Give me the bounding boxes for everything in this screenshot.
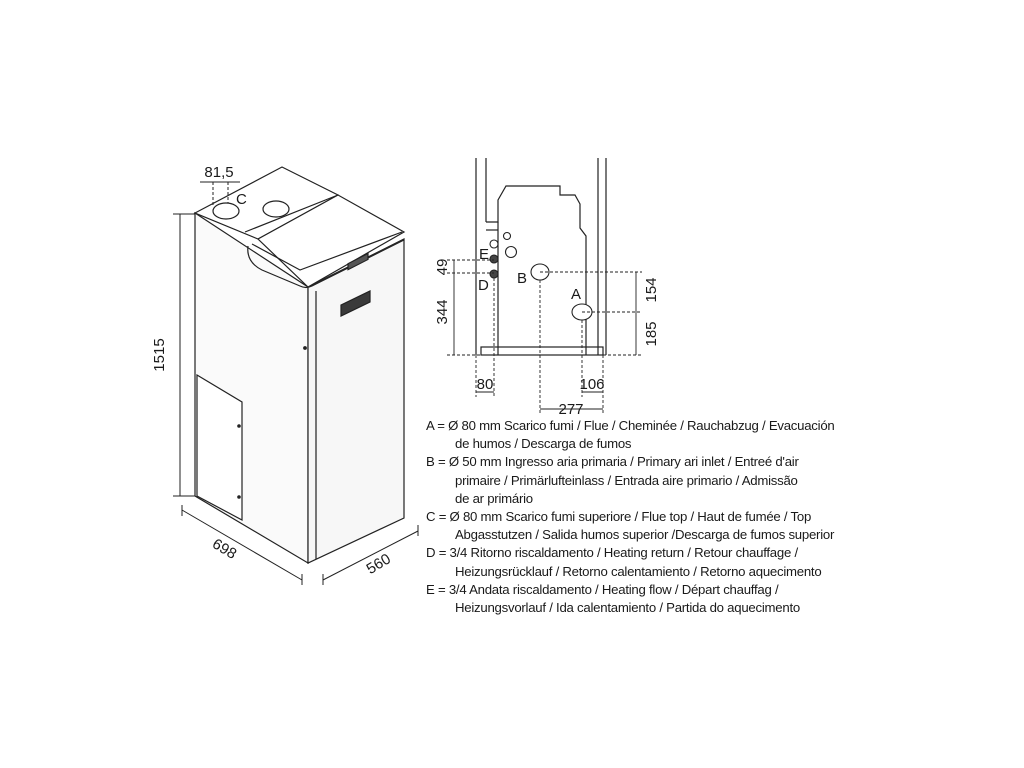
label-b: B — [517, 270, 527, 287]
label-e: E — [479, 246, 489, 263]
lid-seam — [244, 194, 339, 233]
legend-entry-c: C = Ø 80 mm Scarico fumi superiore / Flu… — [426, 508, 896, 544]
base-plate — [480, 346, 604, 356]
legend-text: Heizungsvorlauf / Ida calentamiento / Pa… — [455, 600, 800, 616]
rear-view — [475, 158, 607, 356]
legend-text: E = 3/4 Andata riscaldamento / Heating f… — [426, 581, 779, 597]
fitting-small-icon — [489, 239, 499, 249]
lid-lip-inner — [251, 231, 403, 271]
dim-height-label: 1515 — [151, 338, 168, 371]
dim-80-label: 80 — [477, 376, 494, 393]
legend-text: primaire / Primärlufteinlass / Entrada a… — [455, 472, 798, 488]
dim-277-label: 277 — [558, 401, 583, 418]
door-hinge-icon — [237, 424, 241, 428]
legend-text: B = Ø 50 mm Ingresso aria primaria / Pri… — [426, 454, 799, 470]
dim-49-label: 49 — [434, 259, 451, 276]
legend-entry-b: B = Ø 50 mm Ingresso aria primaria / Pri… — [426, 453, 896, 508]
legend-text: C = Ø 80 mm Scarico fumi superiore / Flu… — [426, 509, 812, 525]
dim-width-label: 560 — [364, 550, 394, 577]
legend-text: Heizungsrücklauf / Retorno calentamiento… — [455, 563, 822, 579]
connection-legend: A = Ø 80 mm Scarico fumi / Flue / Chemin… — [426, 417, 896, 617]
fitting-o-icon — [502, 231, 512, 241]
boiler-front-face — [307, 238, 405, 564]
boiler-top-rear — [256, 194, 406, 288]
dim-depth-label: 698 — [209, 535, 239, 562]
legend-text: A = Ø 80 mm Scarico fumi / Flue / Chemin… — [426, 418, 835, 433]
fitting-d-icon — [489, 269, 499, 279]
dim-154-label: 154 — [643, 277, 660, 302]
control-panel-display — [340, 290, 371, 317]
label-a: A — [571, 286, 581, 303]
fitting-b-top-icon — [504, 245, 518, 259]
fitting-e-icon — [489, 254, 499, 264]
legend-entry-d: D = 3/4 Ritorno riscaldamento / Heating … — [426, 544, 896, 580]
label-d: D — [478, 277, 489, 294]
rear-dimensions — [447, 259, 642, 414]
legend-text: de humos / Descarga de fumos — [455, 436, 632, 452]
door-hinge-icon — [237, 495, 241, 499]
flue-outlet-c-icon — [212, 202, 240, 220]
legend-text: de ar primário — [455, 490, 533, 506]
rear-inner-body — [486, 185, 587, 355]
dim-flue-offset-label: 81,5 — [204, 164, 233, 181]
dim-106-label: 106 — [579, 376, 604, 393]
isometric-dimensions — [173, 181, 419, 585]
panel-screw-icon — [303, 346, 307, 350]
flue-outlet-top-icon — [262, 200, 290, 218]
legend-text: D = 3/4 Ritorno riscaldamento / Heating … — [426, 545, 798, 561]
control-panel-slot — [347, 252, 369, 271]
dim-344-label: 344 — [434, 299, 451, 324]
side-access-door — [196, 373, 243, 521]
legend-entry-a: A = Ø 80 mm Scarico fumi / Flue / Chemin… — [426, 417, 896, 453]
label-c: C — [236, 191, 247, 208]
rear-fittings — [489, 231, 593, 321]
isometric-view — [193, 166, 406, 565]
dim-185-label: 185 — [643, 321, 660, 346]
legend-text: Abgasstutzen / Salida humos superior /De… — [455, 527, 835, 543]
lid-lip — [247, 239, 405, 289]
legend-entry-e: E = 3/4 Andata riscaldamento / Heating f… — [426, 581, 896, 617]
